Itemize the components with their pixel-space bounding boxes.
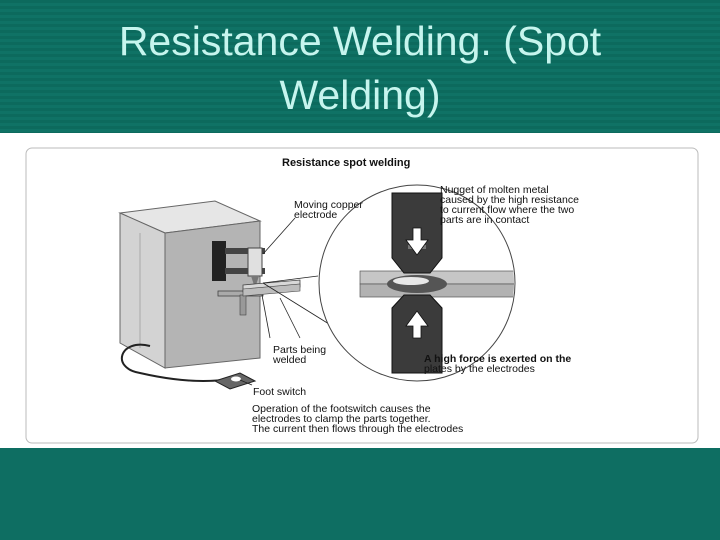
magnified-view — [318, 184, 516, 382]
label-force-line-2: plates by the electrodes — [424, 363, 535, 375]
up-force-arrow — [405, 310, 429, 339]
label-operation-line-3: The current then flows through the elect… — [252, 423, 464, 435]
slide-title: Resistance Welding. (Spot Welding) — [0, 14, 720, 122]
upper-electrode — [247, 247, 263, 277]
label-nugget: Nugget of molten metal caused by the hig… — [440, 184, 579, 226]
label-nugget-line-3: to current flow where the two — [440, 204, 575, 216]
slide-footer-area — [0, 448, 720, 540]
label-parts: Parts being welded — [273, 344, 327, 366]
label-operation-line-2: electrodes to clamp the parts together. — [252, 413, 431, 425]
figure-heading: Resistance spot welding — [282, 157, 411, 169]
diagram-frame — [25, 147, 699, 444]
label-parts-line-2: welded — [273, 354, 307, 366]
spot-welding-diagram — [25, 147, 699, 444]
label-nugget-line-2: caused by the high resistance — [440, 194, 579, 206]
slide-title-line-2: Welding) — [279, 72, 441, 118]
down-force-arrow — [405, 227, 429, 256]
label-parts-line-1: Parts being — [273, 344, 327, 356]
label-moving-electrode: Moving copper electrode — [294, 199, 363, 221]
diagram-panel: Resistance spot welding Moving copper el… — [0, 133, 720, 448]
power-cable — [120, 343, 231, 382]
label-force-line-1: A high force is exerted on the — [424, 353, 572, 365]
label-foot-switch: Foot switch — [253, 386, 307, 398]
label-nugget-line-4: parts are in contact — [440, 214, 530, 226]
label-operation: Operation of the footswitch causes the e… — [252, 403, 464, 435]
label-operation-line-1: Operation of the footswitch causes the — [252, 403, 431, 415]
label-nugget-line-1: Nugget of molten metal — [440, 184, 549, 196]
label-force: A high force is exerted on the plates by… — [424, 353, 572, 375]
welding-machine — [118, 200, 301, 390]
slide-title-line-1: Resistance Welding. (Spot — [118, 18, 602, 64]
